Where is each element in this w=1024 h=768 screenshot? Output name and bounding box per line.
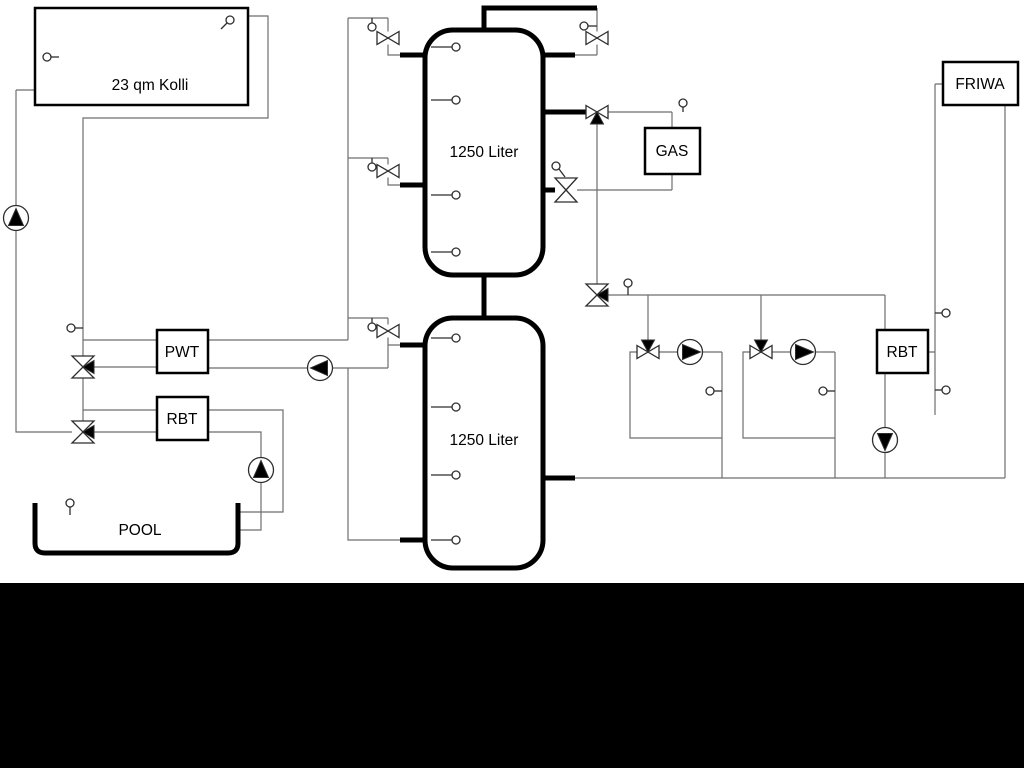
- pool-pump-icon: [247, 456, 275, 484]
- sensor-icon: [623, 278, 633, 295]
- rbt-pool-heat-exchanger: RBT: [155, 395, 210, 442]
- pool: POOL: [32, 503, 241, 556]
- gas-boiler-label: GAS: [656, 143, 689, 160]
- boiler-circuit-pipes: [575, 8, 673, 284]
- buffer-tank-bottom: 1250 Liter: [422, 315, 546, 571]
- valve-tank1-mid-right-icon: [553, 177, 579, 203]
- solar-collector-label: 23 qm Kolli: [112, 77, 189, 94]
- rbt-right-label: RBT: [887, 344, 919, 361]
- rbt-right-body: [875, 328, 930, 375]
- buffer-tank-top-label: 1250 Liter: [450, 144, 519, 161]
- pool-label: POOL: [118, 522, 161, 539]
- loading-pump-2-icon: [789, 338, 817, 366]
- pumps: [2, 204, 899, 484]
- sensors: [42, 15, 951, 545]
- sensor-icon: [935, 385, 951, 395]
- solar-return-pipe: [15, 89, 72, 433]
- three-way-valve-loading-1-icon: [636, 339, 660, 360]
- rbt-left-body: [155, 395, 210, 442]
- solar-collector: 23 qm Kolli: [33, 6, 250, 107]
- sensor-icon: [705, 386, 722, 396]
- sensor-icon: [367, 318, 377, 332]
- sensor-icon: [431, 42, 461, 52]
- pipe-lines: [15, 8, 1006, 541]
- letterbox: [0, 583, 1024, 768]
- pool-circuit-pipes: [208, 409, 284, 531]
- valve-tank1-charge-top-icon: [376, 30, 400, 46]
- three-way-valve-solar-pwt-icon: [70, 355, 96, 379]
- friwa-station: FRIWA: [941, 60, 1020, 107]
- main-pipes: [400, 5, 597, 543]
- sensor-icon: [367, 158, 377, 172]
- solar-pump-icon: [2, 204, 30, 232]
- three-way-valve-distribution-icon: [584, 283, 610, 307]
- distribution-pipes: [575, 83, 1006, 479]
- sensor-icon: [42, 52, 59, 62]
- rbt-left-label: RBT: [167, 411, 199, 428]
- sensor-icon: [431, 190, 461, 200]
- sensor-icon: [431, 402, 461, 412]
- tank-charge-pipes: [208, 17, 400, 541]
- sensor-icon: [935, 308, 951, 318]
- friwa-label: FRIWA: [955, 76, 1005, 93]
- three-way-valve-solar-rbt-icon: [70, 420, 96, 444]
- three-way-valve-loading-2-icon: [749, 339, 773, 360]
- valves: [376, 30, 609, 339]
- pwt-heat-exchanger: PWT: [155, 328, 210, 375]
- valve-tank1-top-right-icon: [585, 30, 609, 46]
- pwt-rbt-connection-pipes: [83, 339, 157, 433]
- sensor-icon: [220, 15, 235, 30]
- circulation-pump-icon: [871, 426, 899, 454]
- friwa-body: [941, 60, 1020, 107]
- sensor-icon: [678, 98, 688, 112]
- loading-pump-1-icon: [676, 338, 704, 366]
- buffer-tank-bottom-body: [422, 315, 546, 571]
- sensor-icon: [431, 470, 461, 480]
- sensor-icon: [367, 18, 377, 32]
- three-way-valves: [70, 104, 773, 444]
- rbt-right-heat-exchanger: RBT: [875, 328, 930, 375]
- sensor-icon: [579, 21, 597, 31]
- pwt-label: PWT: [165, 344, 200, 361]
- sensor-icon: [551, 161, 566, 178]
- sensor-icon: [431, 247, 461, 257]
- valve-tank2-charge-icon: [376, 323, 400, 339]
- sensor-icon: [65, 498, 75, 515]
- sensor-icon: [66, 323, 83, 333]
- buffer-tank-bottom-label: 1250 Liter: [450, 432, 519, 449]
- gas-boiler-body: [643, 126, 702, 176]
- buffer-tank-top: 1250 Liter: [422, 27, 546, 278]
- gas-boiler: GAS: [643, 126, 702, 176]
- sensor-icon: [431, 95, 461, 105]
- sensor-icon: [431, 535, 461, 545]
- three-way-valve-gas-icon: [585, 104, 609, 125]
- pool-body: [32, 503, 241, 556]
- sensor-icon: [818, 386, 835, 396]
- valve-tank1-charge-mid-icon: [376, 163, 400, 179]
- sensor-icon: [431, 333, 461, 343]
- solar-collector-body: [33, 6, 250, 107]
- buffer-tank-top-body: [422, 27, 546, 278]
- charge-pump-icon: [306, 354, 334, 382]
- solar-flow-pipe: [82, 15, 269, 426]
- pwt-body: [155, 328, 210, 375]
